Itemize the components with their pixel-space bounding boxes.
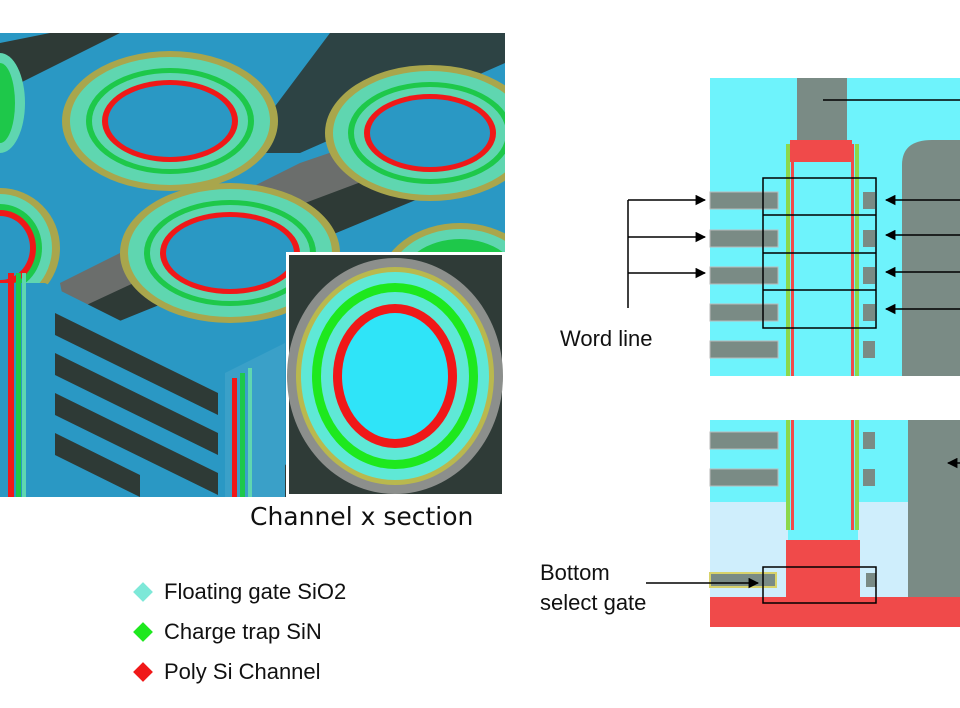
- lower-cross-section-panel: [646, 420, 960, 627]
- 3d-channel-array-render: [0, 33, 505, 497]
- channel-hole-6: [0, 53, 25, 153]
- channel-hole-2: [325, 65, 505, 201]
- legend: Floating gate SiO2 Charge trap SiN Poly …: [133, 572, 347, 692]
- charge-trap-diamond-icon: [133, 622, 153, 642]
- legend-item-floating-gate: Floating gate SiO2: [133, 572, 347, 612]
- poly-si-channel-diamond-icon: [133, 662, 153, 682]
- word-line-label: Word line: [560, 326, 653, 351]
- inset-caption: Channel x section: [250, 502, 474, 531]
- legend-item-charge-trap: Charge trap SiN: [133, 612, 346, 652]
- legend-item-poly-si-channel: Poly Si Channel: [133, 652, 346, 692]
- channel-cross-section-inset: [286, 252, 505, 497]
- legend-label: Charge trap SiN: [164, 619, 322, 644]
- upper-cross-section-panel: [627, 78, 960, 376]
- channel-hole-3: [120, 183, 340, 323]
- vertical-cross-section-schematic: [627, 78, 960, 627]
- channel-hole-4: [0, 188, 60, 308]
- legend-label: Floating gate SiO2: [164, 579, 347, 604]
- bottom-select-gate-label: Bottom select gate: [540, 560, 647, 615]
- legend-label: Poly Si Channel: [164, 659, 321, 684]
- channel-hole-1: [62, 51, 278, 191]
- floating-gate-diamond-icon: [133, 582, 153, 602]
